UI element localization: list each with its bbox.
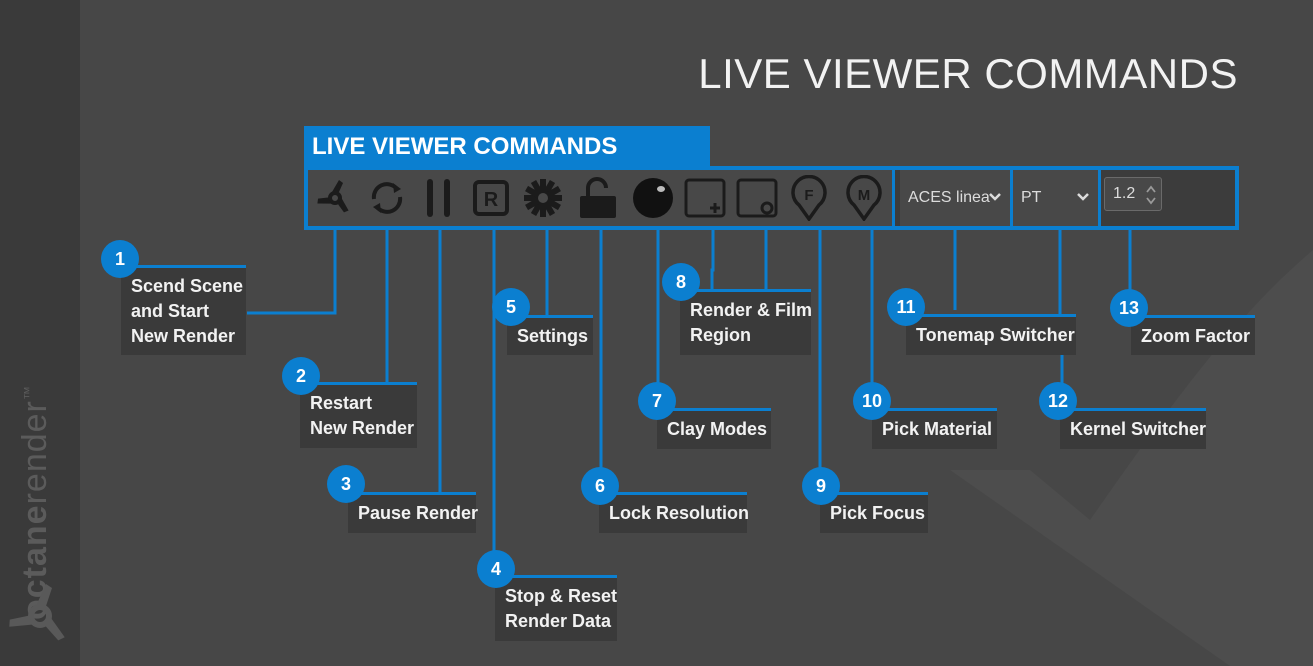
callout-badge-4: 4: [477, 550, 515, 588]
tonemap-select[interactable]: ACES linea: [900, 170, 1013, 226]
callout-badge-7: 7: [638, 382, 676, 420]
pin-f-icon: F: [791, 175, 827, 221]
left-sidebar: [0, 0, 80, 666]
region-plus-icon: [684, 178, 726, 218]
svg-text:R: R: [484, 189, 499, 211]
settings-button[interactable]: [517, 170, 572, 226]
callout-badge-13: 13: [1110, 289, 1148, 327]
callout-badge-6: 6: [581, 467, 619, 505]
callout-badge-11: 11: [887, 288, 925, 326]
kernel-value: PT: [1021, 189, 1042, 206]
pick-focus-button[interactable]: F: [783, 170, 838, 226]
callout-badge-9: 9: [802, 467, 840, 505]
chevron-down-icon: [1077, 193, 1089, 201]
svg-text:M: M: [857, 187, 870, 204]
pin-m-icon: M: [845, 175, 882, 221]
refresh-icon: [371, 182, 403, 214]
callout-label-9: Pick Focus: [820, 492, 928, 533]
callout-label-13: Zoom Factor: [1131, 315, 1255, 355]
callout-badge-12: 12: [1039, 382, 1077, 420]
callout-label-3: Pause Render: [348, 492, 478, 533]
region-circle-icon: [736, 178, 778, 218]
callout-badge-3: 3: [327, 465, 365, 503]
callout-label-6: Lock Resolution: [599, 492, 749, 533]
octane-logo-icon: [316, 180, 349, 213]
clay-mode-button[interactable]: [626, 170, 682, 226]
unlock-icon: [579, 177, 616, 218]
live-viewer-toolbar: R: [304, 166, 1239, 230]
tonemap-value: ACES linea: [908, 189, 990, 206]
kernel-select[interactable]: PT: [1013, 170, 1101, 226]
svg-text:F: F: [804, 187, 813, 204]
restart-render-button[interactable]: [361, 170, 416, 226]
chevron-down-icon: [989, 193, 1001, 201]
zoom-factor-input[interactable]: 1.2: [1104, 177, 1162, 211]
spinner-arrows-icon: [1146, 185, 1156, 205]
pause-icon: [427, 179, 450, 217]
callout-badge-2: 2: [282, 357, 320, 395]
stop-reset-button[interactable]: R: [465, 170, 520, 226]
send-scene-button[interactable]: [308, 170, 364, 226]
callout-badge-5: 5: [492, 288, 530, 326]
callout-label-12: Kernel Switcher: [1060, 408, 1206, 449]
callout-label-10: Pick Material: [872, 408, 997, 449]
callout-badge-10: 10: [853, 382, 891, 420]
pick-material-button[interactable]: M: [835, 170, 895, 226]
zoom-value: 1.2: [1113, 185, 1136, 202]
lock-resolution-button[interactable]: [569, 170, 629, 226]
callout-label-11: Tonemap Switcher: [906, 314, 1076, 355]
octane-logo-icon: [9, 584, 65, 641]
section-label: LIVE VIEWER COMMANDS SECTION: [304, 126, 710, 202]
gear-icon: [524, 179, 562, 217]
callout-badge-8: 8: [662, 263, 700, 301]
page-title: LIVE VIEWER COMMANDS: [698, 50, 1238, 97]
callout-label-7: Clay Modes: [657, 408, 771, 449]
r-box-icon: R: [473, 180, 509, 216]
sphere-icon: [632, 178, 673, 218]
callout-badge-1: 1: [101, 240, 139, 278]
